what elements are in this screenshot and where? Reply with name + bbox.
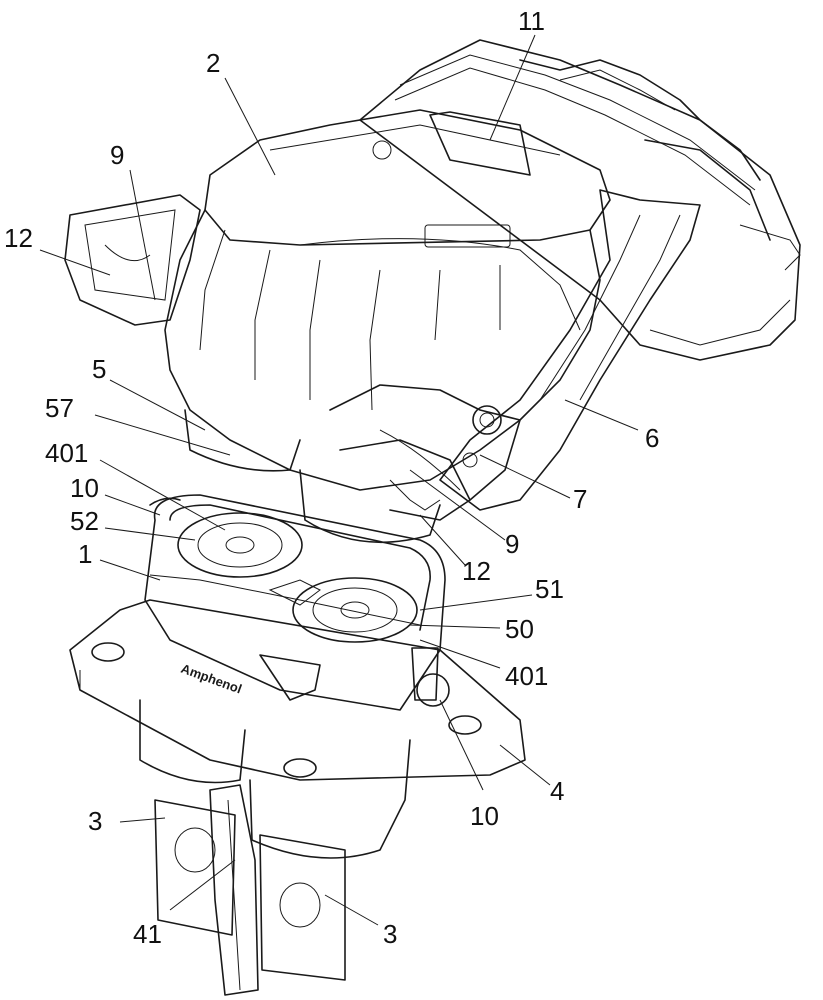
leader-9-mid xyxy=(409,469,506,541)
socket-brand-marking: Amphenol xyxy=(179,661,244,697)
leader-401-right xyxy=(419,639,501,669)
label-5: 5 xyxy=(92,354,106,384)
label-41: 41 xyxy=(133,919,162,949)
label-12-mid: 12 xyxy=(462,556,491,586)
leader-7 xyxy=(479,454,571,499)
reference-numerals: 2 11 9 12 5 57 401 10 52 1 6 7 9 12 51 5… xyxy=(4,6,659,949)
leader-50 xyxy=(409,624,501,629)
label-11: 11 xyxy=(518,6,545,36)
leader-3-right xyxy=(324,894,379,926)
leader-lines xyxy=(39,34,639,926)
leader-2 xyxy=(224,77,276,176)
leader-9-top xyxy=(129,169,156,301)
leader-10-right xyxy=(439,699,484,791)
label-401-left: 401 xyxy=(45,438,88,468)
leader-12-left xyxy=(39,249,111,276)
leader-11 xyxy=(489,34,536,141)
leader-5 xyxy=(109,379,206,431)
label-52: 52 xyxy=(70,506,99,536)
leader-52 xyxy=(104,527,196,541)
label-12-left: 12 xyxy=(4,223,33,253)
leader-12-mid xyxy=(419,514,466,566)
leader-51 xyxy=(419,594,533,611)
label-10-left: 10 xyxy=(70,473,99,503)
label-9-top: 9 xyxy=(110,140,124,170)
label-50: 50 xyxy=(505,614,534,644)
leader-3-left xyxy=(119,817,166,823)
leader-1 xyxy=(99,559,161,581)
label-3-right: 3 xyxy=(383,919,397,949)
leader-6 xyxy=(564,399,639,431)
leader-10-left xyxy=(104,494,161,516)
leader-401-left xyxy=(99,459,226,531)
label-10-right: 10 xyxy=(470,801,499,831)
label-3-left: 3 xyxy=(88,806,102,836)
leader-41 xyxy=(169,859,236,911)
leader-57 xyxy=(94,414,231,456)
label-2: 2 xyxy=(206,48,220,78)
label-4: 4 xyxy=(550,776,564,806)
label-57: 57 xyxy=(45,393,74,423)
label-401-right: 401 xyxy=(505,661,548,691)
label-7: 7 xyxy=(573,484,587,514)
label-6: 6 xyxy=(645,423,659,453)
label-9-mid: 9 xyxy=(505,529,519,559)
leader-4 xyxy=(499,744,551,786)
label-51: 51 xyxy=(535,574,564,604)
plug-housing xyxy=(64,39,801,544)
label-1: 1 xyxy=(78,539,92,569)
